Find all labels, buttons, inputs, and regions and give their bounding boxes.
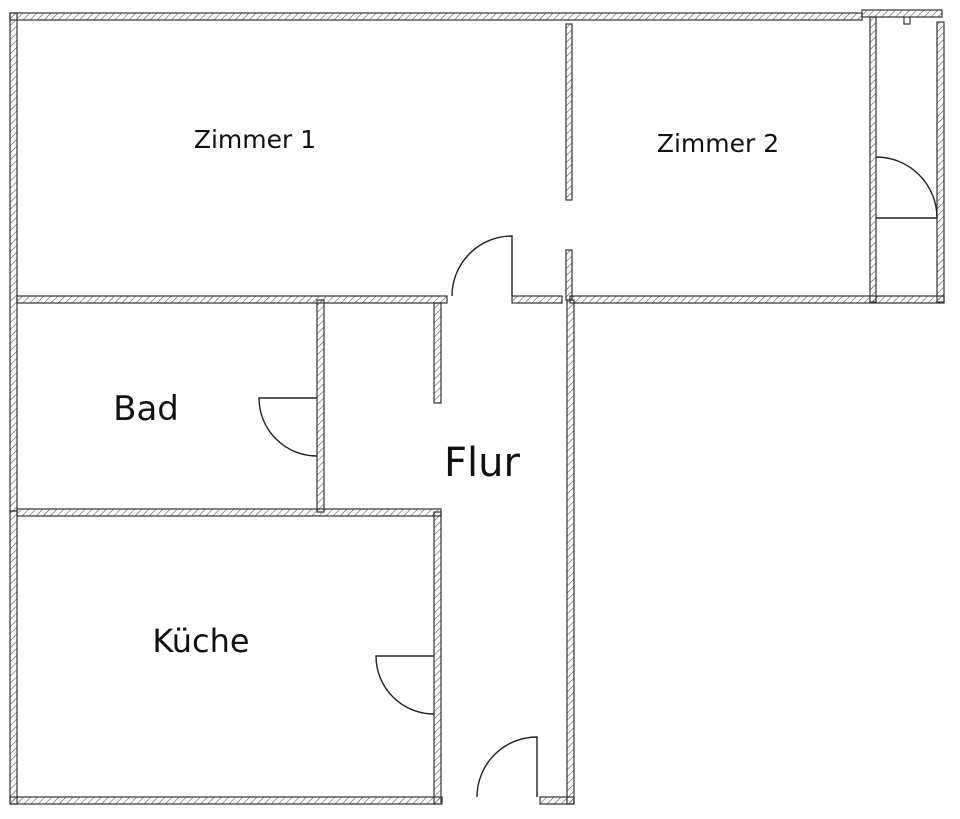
wall-top-right (861, 9, 943, 18)
wall-right-flur (566, 299, 575, 805)
room-label-zimmer-1: Zimmer 1 (194, 125, 316, 154)
wall-left-upper (9, 12, 18, 512)
wall-bottom-zimmer2 (569, 295, 945, 304)
room-label-bad: Bad (113, 389, 179, 429)
wall-bad-flur (316, 299, 325, 513)
room-label-flur: Flur (444, 440, 520, 486)
wall-left-lower (9, 510, 18, 805)
door-bad (258, 397, 318, 457)
door-balcony (875, 156, 938, 219)
wall-right-outer (936, 21, 945, 303)
wall-zimmer1-bottom-right (511, 295, 563, 304)
wall-notch (903, 17, 911, 25)
wall-kueche-flur (433, 511, 442, 805)
room-label-kueche: Küche (152, 622, 249, 660)
wall-zimmer2-balcony (869, 16, 877, 303)
walls (9, 9, 945, 805)
wall-bottom-kueche (9, 796, 443, 805)
wall-top-main (9, 12, 863, 21)
wall-bad-kueche (16, 508, 442, 517)
wall-zimmer1-bottom-left (16, 295, 448, 304)
door-zimmer-1 (451, 235, 513, 297)
wall-flur-stub (433, 302, 442, 404)
wall-zimmer1-zimmer2-upper (565, 23, 573, 201)
doors (258, 156, 938, 798)
door-kueche (375, 655, 435, 715)
door-entrance (476, 736, 538, 798)
room-label-zimmer-2: Zimmer 2 (657, 129, 779, 158)
wall-zimmer1-zimmer2-lower (565, 249, 573, 301)
